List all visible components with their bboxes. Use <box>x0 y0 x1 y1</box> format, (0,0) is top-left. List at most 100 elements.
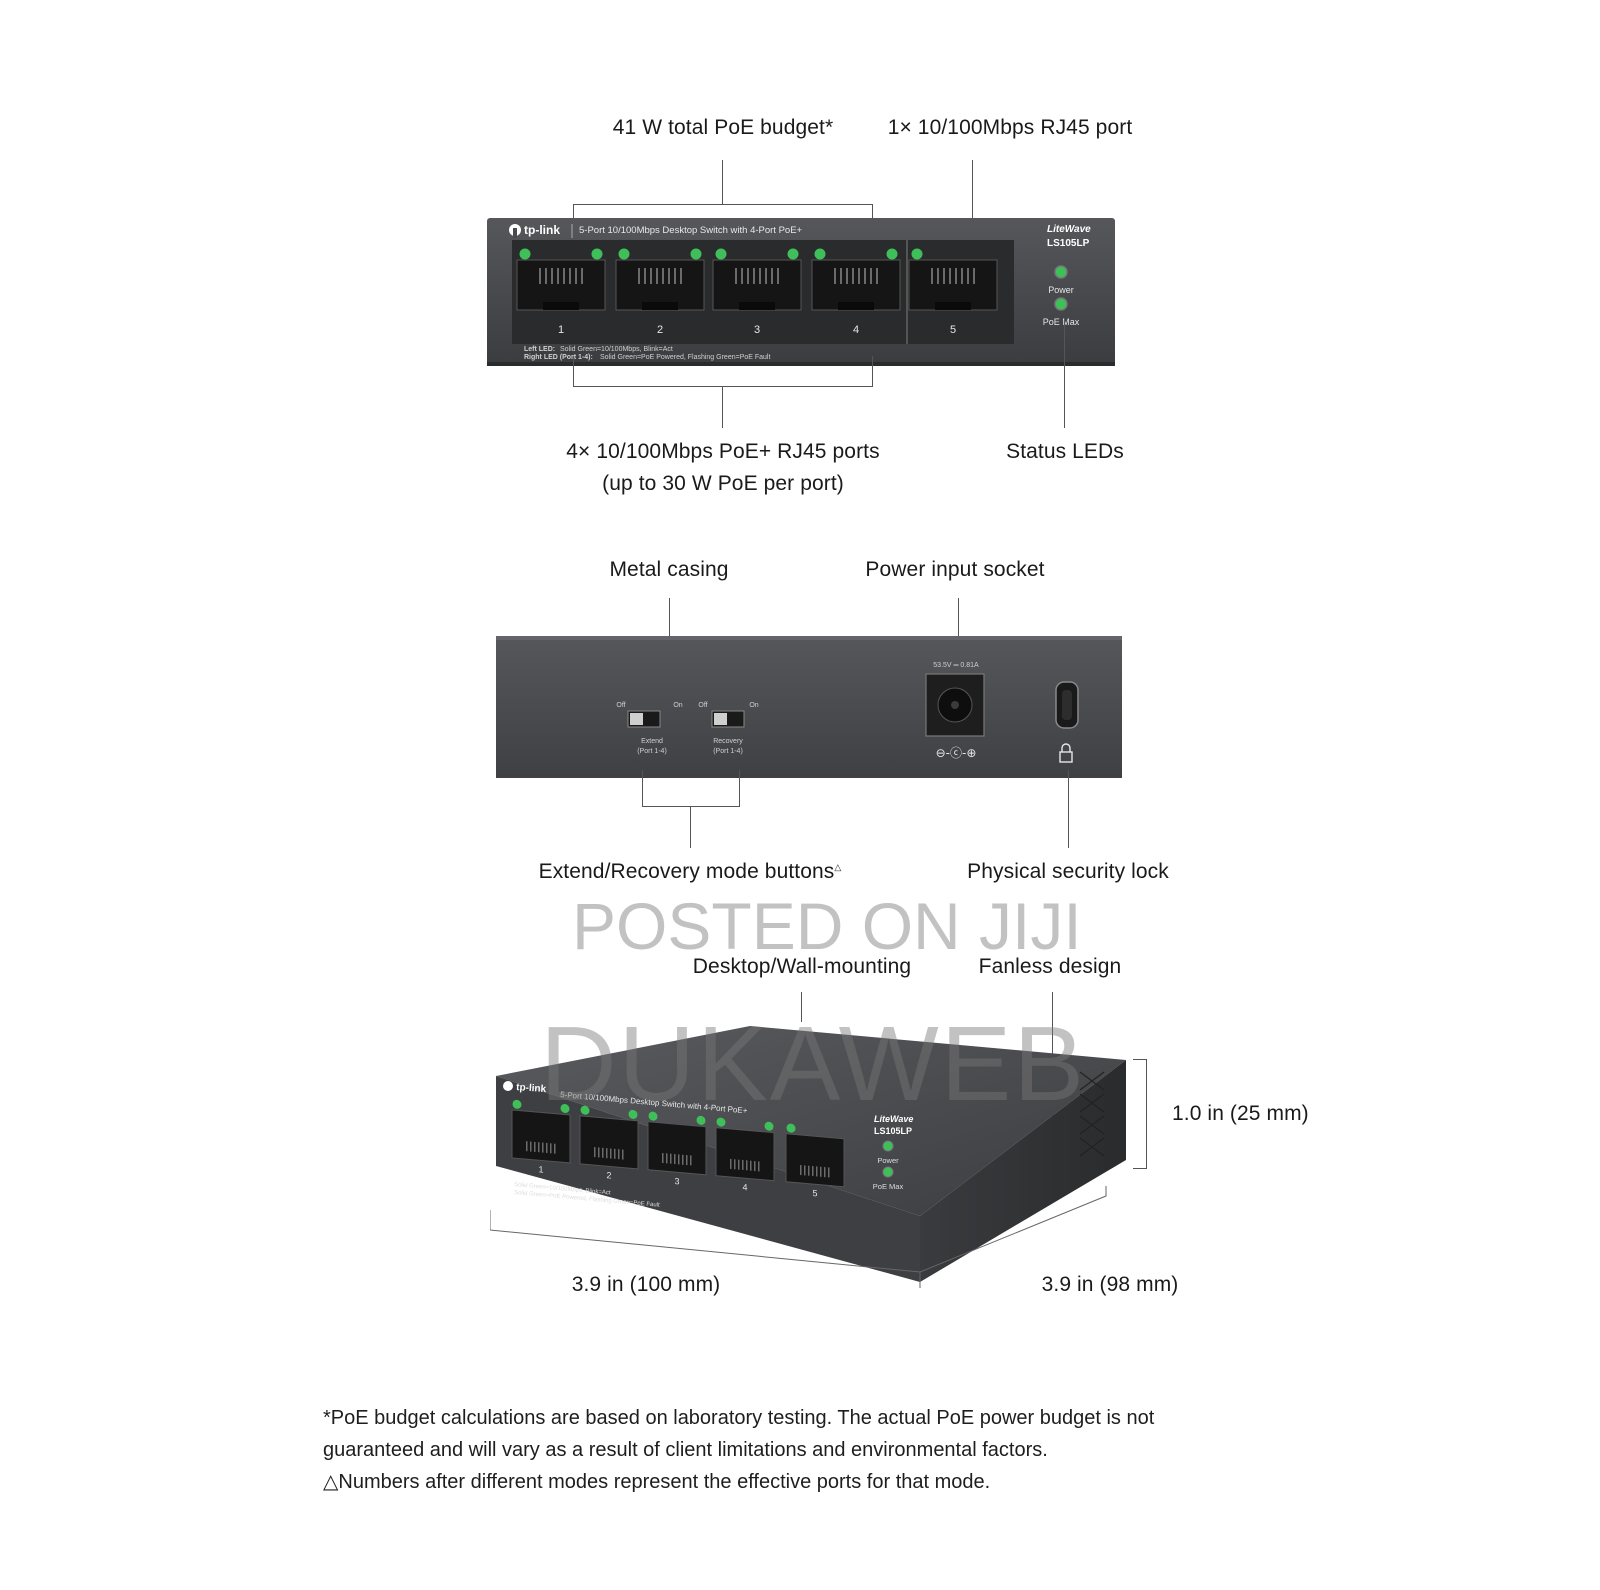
callout-mode-buttons: Extend/Recovery mode buttons△ <box>539 860 842 884</box>
leader-line <box>722 386 723 428</box>
product-line-label: 5-Port 10/100Mbps Desktop Switch with 4-… <box>579 225 803 236</box>
dimension-lines <box>490 1186 1107 1288</box>
vent-grille <box>1079 1071 1105 1157</box>
iso-port-number-label: 2 <box>606 1170 611 1180</box>
callout-security-lock: Physical security lock <box>967 860 1169 883</box>
leader-line <box>958 598 959 664</box>
rj45-port-4: 4 <box>811 248 901 336</box>
footnote-line-2: guaranteed and will vary as a result of … <box>323 1439 1048 1461</box>
leader-line <box>722 160 723 204</box>
height-bracket <box>1133 1168 1147 1169</box>
iso-power-label: Power <box>877 1156 899 1165</box>
iso-poe-max-led <box>882 1166 894 1178</box>
iso-port-led-left <box>648 1111 658 1121</box>
bracket-line <box>872 356 873 386</box>
iso-rj45-port-2: 2 <box>579 1105 639 1181</box>
switch2-ports: (Port 1-4) <box>713 748 743 755</box>
iso-port-number-label: 5 <box>812 1188 817 1198</box>
power-led-label: Power <box>1048 285 1074 295</box>
port-led-right <box>787 248 799 260</box>
callout-mode-buttons-text: Extend/Recovery mode buttons <box>538 860 835 883</box>
recovery-switch <box>711 710 745 728</box>
power-socket-icon <box>925 673 985 737</box>
iso-port-led-left <box>716 1117 726 1127</box>
dim-width-label: 3.9 in (100 mm) <box>571 1273 721 1296</box>
port-number-label: 3 <box>754 324 760 336</box>
leader-line <box>801 992 802 1022</box>
callout-metal-casing: Metal casing <box>609 558 729 581</box>
bracket-line <box>739 770 740 806</box>
port-led-left <box>814 248 826 260</box>
port-led-right <box>690 248 702 260</box>
callout-poe-ports-line1: 4× 10/100Mbps PoE+ RJ45 ports <box>566 440 880 463</box>
callout-fanless: Fanless design <box>978 955 1122 978</box>
brand-label: tp-link <box>524 223 560 237</box>
bracket-line <box>642 770 643 806</box>
iso-top-face <box>496 1026 1126 1216</box>
iso-rj45-port-1: 1 <box>511 1099 571 1175</box>
footnote-line-1: *PoE budget calculations are based on la… <box>323 1407 1155 1429</box>
dim-depth-label: 3.9 in (98 mm) <box>1041 1273 1179 1296</box>
switch1-on-label: On <box>673 702 682 709</box>
leader-line <box>972 160 973 238</box>
callout-power-socket: Power input socket <box>865 558 1045 581</box>
iso-brand-label: tp-link <box>516 1082 547 1095</box>
switch1-ports: (Port 1-4) <box>637 748 667 755</box>
iso-model-label: LS105LP <box>874 1126 912 1136</box>
iso-power-led <box>882 1140 894 1152</box>
port-led-left <box>618 248 630 260</box>
bracket-line <box>573 356 574 386</box>
tp-link-logo-icon <box>503 1081 513 1091</box>
poe-max-led <box>1054 297 1068 311</box>
iso-port-number-label: 4 <box>742 1182 747 1192</box>
port-led-left <box>519 248 531 260</box>
callout-poe-ports-line2: (up to 30 W PoE per port) <box>602 472 844 495</box>
switch-back-view: Off On Extend (Port 1-4) Off On Recovery… <box>496 636 1122 778</box>
switch1-off-label: Off <box>616 702 625 709</box>
port-led-left <box>715 248 727 260</box>
watermark-posted: POSTED ON JIJI <box>572 889 1082 963</box>
polarity-symbol: ⊖-ⓒ-⊕ <box>936 746 977 760</box>
rj45-port-3: 3 <box>712 248 802 336</box>
iso-port-led-left <box>580 1105 590 1115</box>
switch1-name: Extend <box>641 738 663 745</box>
model-label: LS105LP <box>1047 238 1090 249</box>
leader-line <box>1064 318 1065 428</box>
bracket-line <box>872 204 873 218</box>
switch2-off-label: Off <box>698 702 707 709</box>
iso-port-led-left <box>786 1123 796 1133</box>
port-number-label: 2 <box>657 324 663 336</box>
footnote-line-3: △Numbers after different modes represent… <box>323 1471 991 1493</box>
switch2-name: Recovery <box>713 738 743 745</box>
iso-rj45-port-4: 4 <box>715 1117 775 1192</box>
iso-port-led-right <box>560 1104 570 1114</box>
power-led <box>1054 265 1068 279</box>
rj45-port-2: 2 <box>615 248 705 336</box>
iso-series-label: LiteWave <box>874 1114 913 1124</box>
extend-switch <box>627 710 661 728</box>
footnote: *PoE budget calculations are based on la… <box>323 1402 1323 1498</box>
back-chassis <box>496 636 1122 778</box>
rj45-port-1: 1 <box>516 248 606 336</box>
triangle-mark: △ <box>834 862 842 872</box>
switch2-on-label: On <box>749 702 758 709</box>
bracket-line <box>573 386 873 387</box>
bracket-line <box>642 806 740 807</box>
legend-left-text: Solid Green=10/100Mbps, Blink=Act <box>560 346 673 353</box>
dim-height-label: 1.0 in (25 mm) <box>1172 1102 1309 1125</box>
power-rating-label: 53.5V ═ 0.81A <box>933 662 979 669</box>
leader-line <box>690 806 691 848</box>
port-number-label: 5 <box>950 324 956 336</box>
callout-uplink-port: 1× 10/100Mbps RJ45 port <box>887 116 1133 139</box>
callout-wall-mount: Desktop/Wall-mounting <box>692 955 912 978</box>
switch-isometric-view: tp-link 5-Port 10/100Mbps Desktop Switch… <box>490 1026 1126 1288</box>
legend-right-key: Right LED (Port 1-4): <box>524 354 593 361</box>
switch-front-view: tp-link 5-Port 10/100Mbps Desktop Switch… <box>487 218 1115 366</box>
iso-port-number-label: 3 <box>674 1176 679 1186</box>
iso-rj45-port-5: 5 <box>785 1123 845 1198</box>
bracket-line <box>573 204 574 218</box>
leader-line <box>1068 770 1069 848</box>
rj45-port-5: 5 <box>908 248 998 336</box>
bracket-line <box>573 204 873 205</box>
